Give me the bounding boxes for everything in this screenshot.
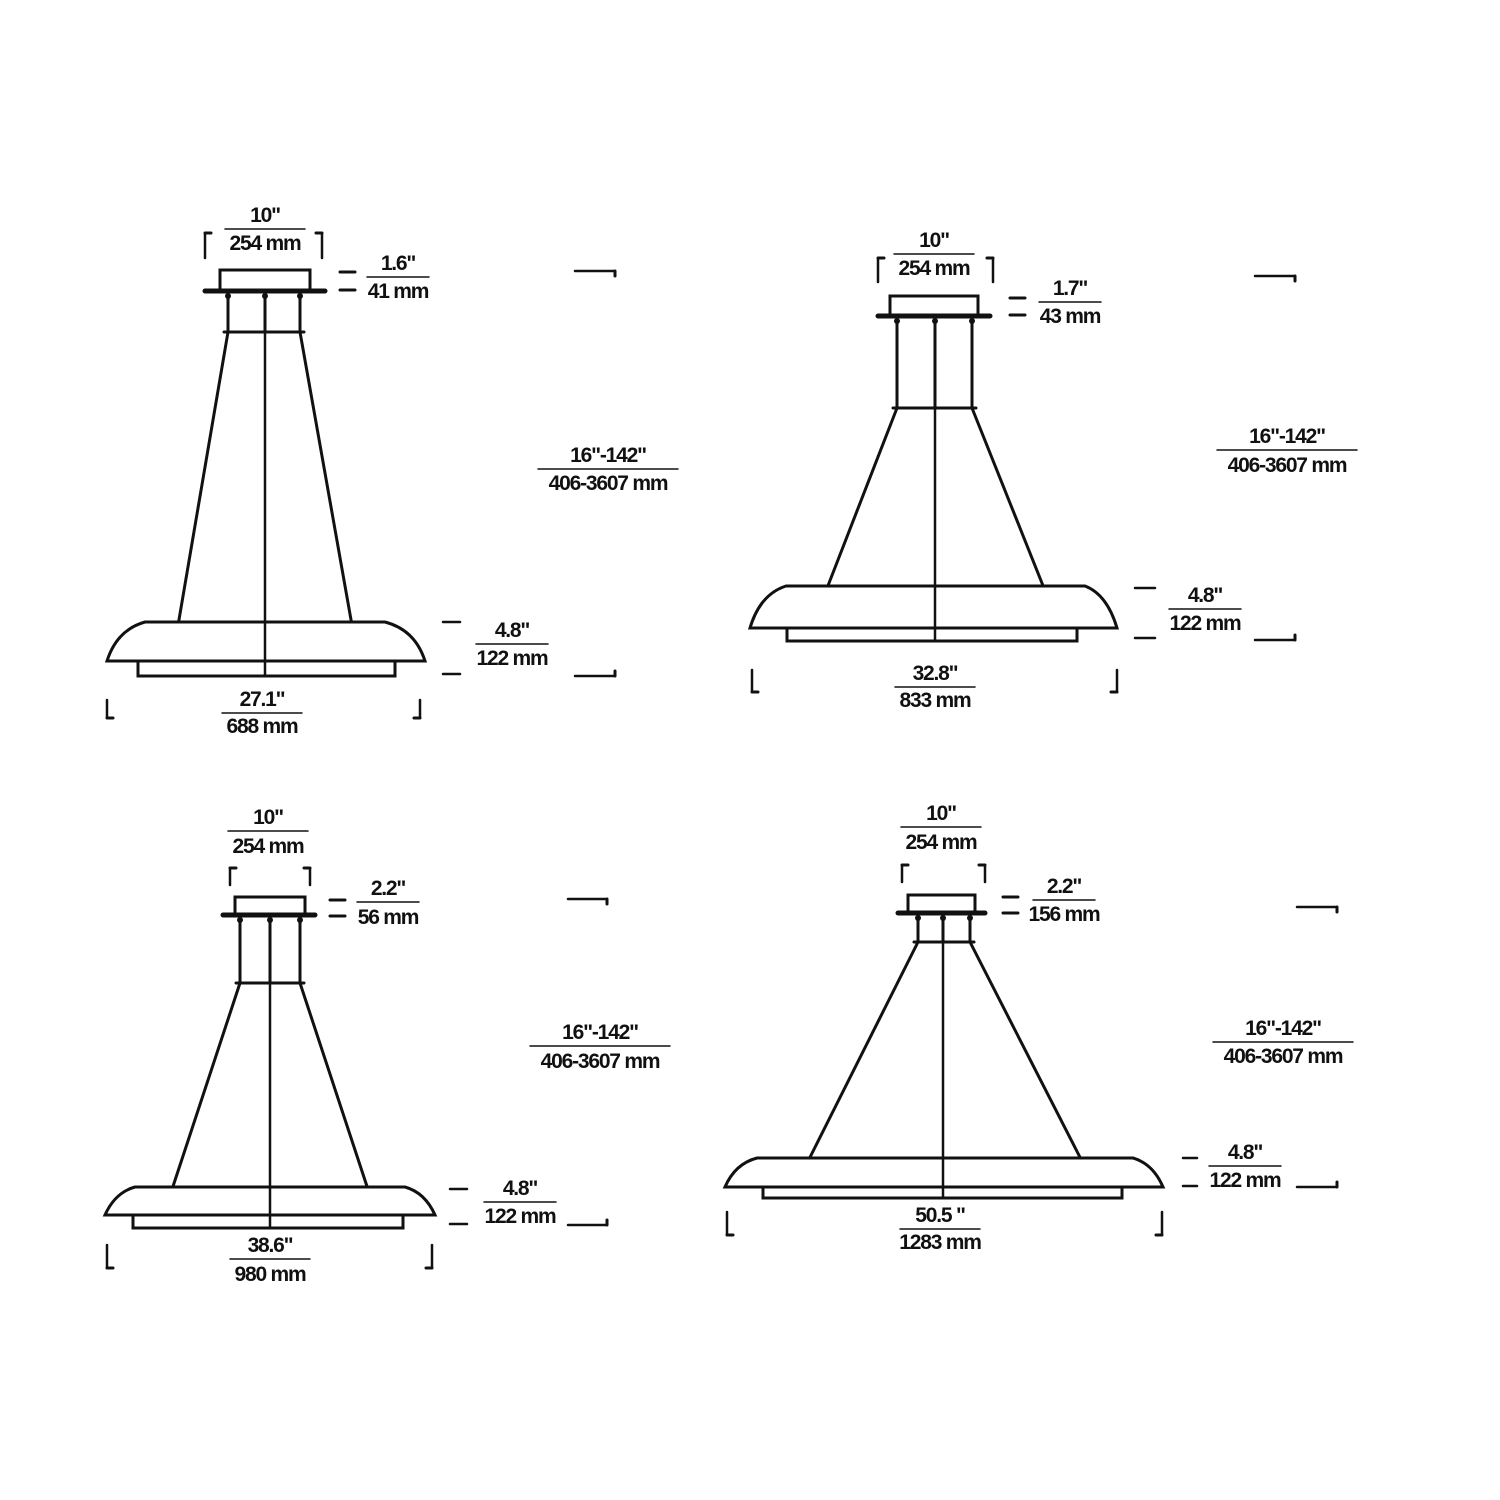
support-cable — [970, 406, 1045, 588]
shade-height-label-inches: 4.8" — [503, 1177, 538, 1200]
support-cable — [968, 940, 1082, 1160]
overall-height-label-mm: 406-3607 mm — [541, 1050, 660, 1073]
support-cable — [298, 981, 369, 1189]
stem-screw — [894, 318, 900, 324]
fixture-4: 10" 254 mm 2.2" 156 mm 16"-142" 406-3607 mm 50… — [722, 802, 1354, 1254]
canopy-height-label-inches: 1.7" — [1053, 277, 1088, 300]
canopy-height-label-inches: 1.6" — [381, 252, 416, 275]
diffuser — [785, 626, 1079, 643]
canopy — [233, 895, 307, 917]
stem-screw — [940, 915, 946, 921]
stem-screw — [262, 293, 268, 299]
diameter-label-mm: 980 mm — [234, 1263, 306, 1286]
diameter-label-inches: 38.6" — [248, 1234, 293, 1257]
stem-screw — [969, 318, 975, 324]
canopy-width-label-inches: 10" — [919, 229, 949, 252]
diffuser — [761, 1185, 1124, 1200]
canopy-width-label-inches: 10" — [250, 204, 280, 227]
canopy-height-label-inches: 2.2" — [371, 877, 406, 900]
support-cable — [298, 330, 353, 624]
overall-height-label-inches: 16"-142" — [562, 1021, 638, 1044]
fixture-1: 10" 254 mm 1.6" 41 mm 16"-142" 406-3607 mm 27.… — [104, 204, 679, 738]
overall-height-label-mm: 406-3607 mm — [1224, 1045, 1343, 1068]
stem-screw — [932, 318, 938, 324]
stem-screw — [297, 293, 303, 299]
canopy-height-label-inches: 2.2" — [1047, 875, 1082, 898]
overall-height-label-mm: 406-3607 mm — [1228, 454, 1347, 477]
canopy — [218, 268, 312, 293]
shade — [747, 584, 1120, 630]
diameter-label-inches: 50.5 " — [915, 1204, 965, 1227]
shade-height-label-inches: 4.8" — [495, 619, 530, 642]
canopy-width-label-mm: 254 mm — [232, 835, 304, 858]
canopy-width-label-inches: 10" — [253, 806, 283, 829]
diffuser — [131, 1213, 405, 1230]
overall-height-label-inches: 16"-142" — [570, 444, 646, 467]
shade-height-label-inches: 4.8" — [1188, 584, 1223, 607]
stem-screw — [915, 915, 921, 921]
shade — [102, 1185, 438, 1217]
canopy-width-label-mm: 254 mm — [229, 232, 301, 255]
support-cable — [808, 940, 920, 1160]
stem-screw — [267, 917, 273, 923]
shade — [722, 1156, 1166, 1189]
shade-height-label-mm: 122 mm — [1169, 612, 1241, 635]
canopy — [906, 893, 977, 915]
canopy-width-label-mm: 254 mm — [898, 257, 970, 280]
stem-screw — [225, 293, 231, 299]
overall-height-label-inches: 16"-142" — [1249, 425, 1325, 448]
overall-height-label-mm: 406-3607 mm — [549, 472, 668, 495]
canopy-height-label-mm: 43 mm — [1040, 305, 1101, 328]
canopy-height-label-mm: 41 mm — [368, 280, 429, 303]
stem-screw — [237, 917, 243, 923]
canopy-width-label-inches: 10" — [926, 802, 956, 825]
canopy — [888, 294, 980, 318]
diameter-label-inches: 32.8" — [913, 662, 958, 685]
stem-screw — [967, 915, 973, 921]
diameter-label-mm: 688 mm — [226, 715, 298, 738]
diffuser — [136, 659, 397, 678]
canopy-height-label-mm: 56 mm — [358, 906, 419, 929]
support-cable — [177, 330, 230, 624]
support-cable — [171, 981, 242, 1189]
stem-screw — [297, 917, 303, 923]
shade — [104, 620, 428, 663]
overall-height-label-inches: 16"-142" — [1245, 1017, 1321, 1040]
shade-height-label-mm: 122 mm — [484, 1205, 556, 1228]
shade-height-label-mm: 122 mm — [476, 647, 548, 670]
fixture-3: 10" 254 mm 2.2" 56 mm 16"-142" 406-3607 mm 38.… — [102, 806, 671, 1286]
fixture-2: 10" 254 mm 1.7" 43 mm 16"-142" 406-3607 mm 32.… — [747, 229, 1358, 712]
diameter-label-mm: 833 mm — [899, 689, 971, 712]
shade-height-label-mm: 122 mm — [1209, 1169, 1281, 1192]
canopy-height-label-mm: 156 mm — [1028, 903, 1100, 926]
shade-height-label-inches: 4.8" — [1228, 1141, 1263, 1164]
diameter-label-inches: 27.1" — [240, 688, 285, 711]
support-cable — [826, 406, 899, 588]
canopy-width-label-mm: 254 mm — [905, 831, 977, 854]
diameter-label-mm: 1283 mm — [899, 1231, 981, 1254]
